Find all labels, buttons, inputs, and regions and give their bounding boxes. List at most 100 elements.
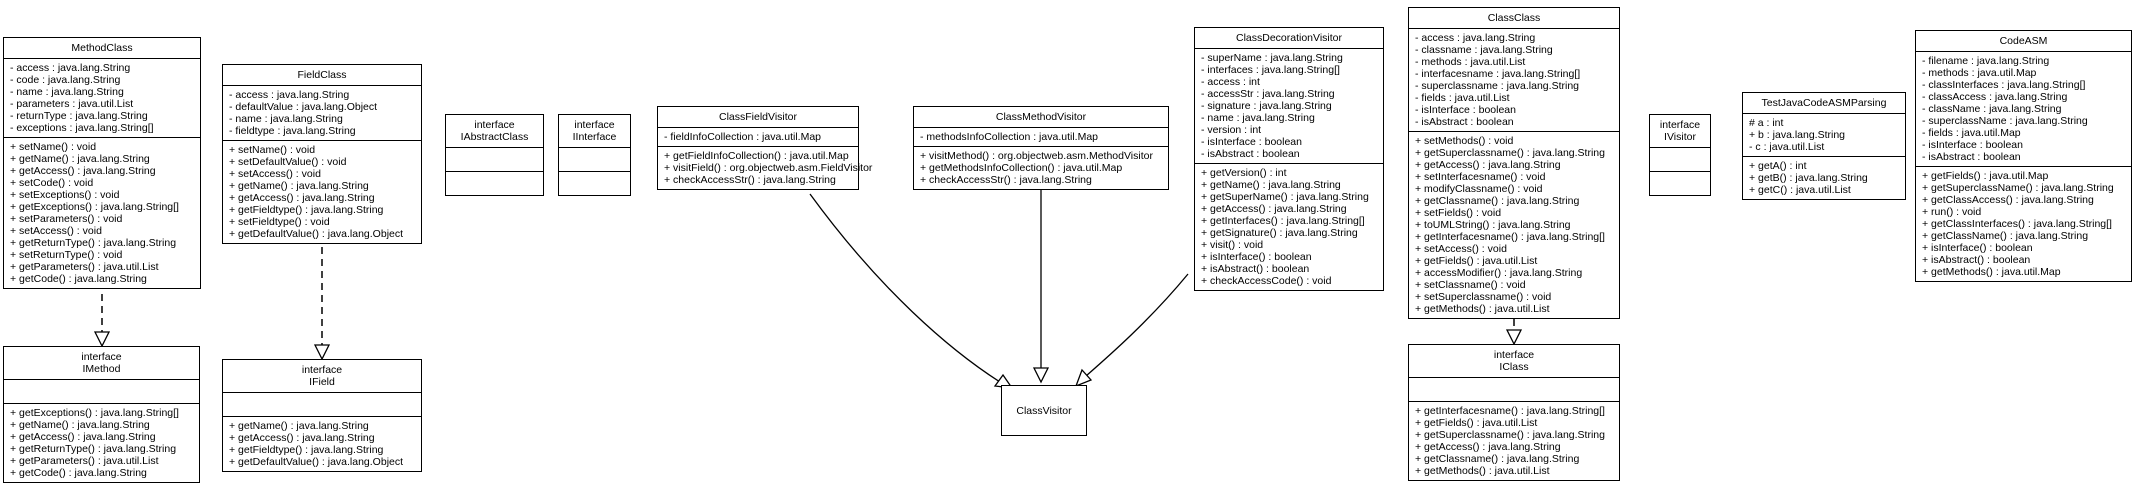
- method-line: + getFields() : java.util.List: [1415, 255, 1538, 267]
- method-line: + getClassAccess() : java.lang.String: [1922, 194, 2094, 206]
- class-box-code-asm[interactable]: CodeASM- filename : java.lang.String- me…: [1915, 30, 2132, 282]
- class-methods-section: [1650, 172, 1710, 195]
- class-stereotype: interface: [1659, 119, 1701, 131]
- class-header: ClassVisitor: [1013, 401, 1074, 421]
- method-line: + getName() : java.lang.String: [10, 153, 150, 165]
- class-methods-section: [559, 172, 630, 195]
- class-attributes-section: - access : java.lang.String- defaultValu…: [223, 86, 421, 141]
- attribute-line: - fieldtype : java.lang.String: [229, 125, 356, 137]
- attribute-line: - access : java.lang.String: [229, 89, 350, 101]
- class-attributes-section: - access : java.lang.String- classname :…: [1409, 29, 1619, 132]
- class-name: CodeASM: [1999, 35, 2048, 47]
- attribute-line: - isInterface : boolean: [1415, 104, 1516, 116]
- method-line: + visit() : void: [1201, 239, 1264, 251]
- method-line: + getMethods() : java.util.List: [1415, 465, 1550, 477]
- class-box-field-class[interactable]: FieldClass- access : java.lang.String- d…: [222, 64, 422, 244]
- method-line: + getFields() : java.util.Map: [1922, 170, 2049, 182]
- class-attributes-section: [446, 148, 543, 172]
- class-name: IField: [309, 376, 335, 388]
- class-box-test-java-code-asmparsing[interactable]: TestJavaCodeASMParsing# a : int+ b : jav…: [1742, 92, 1906, 200]
- method-line: + getAccess() : java.lang.String: [1415, 441, 1561, 453]
- class-methods-section: + getFields() : java.util.Map+ getSuperc…: [1916, 167, 2131, 281]
- class-name: IInterface: [572, 131, 617, 143]
- class-stereotype: interface: [301, 364, 343, 376]
- method-line: + getName() : java.lang.String: [10, 419, 150, 431]
- class-box-class-visitor[interactable]: ClassVisitor: [1001, 385, 1087, 436]
- method-line: + setAccess() : void: [10, 225, 102, 237]
- method-line: + getMethods() : java.util.List: [1415, 303, 1550, 315]
- method-line: + getFieldInfoCollection() : java.util.M…: [664, 150, 849, 162]
- class-attributes-section: [4, 380, 199, 404]
- generalization-arrowhead-2: [1032, 367, 1050, 384]
- method-line: + visitMethod() : org.objectweb.asm.Meth…: [920, 150, 1153, 162]
- class-box-class-method-visitor[interactable]: ClassMethodVisitor- methodsInfoCollectio…: [913, 106, 1169, 190]
- class-methods-section: + setName() : void+ getName() : java.lan…: [4, 138, 200, 288]
- class-methods-section: + getName() : java.lang.String+ getAcces…: [223, 417, 421, 471]
- attribute-line: - c : java.util.List: [1749, 141, 1825, 153]
- generalization-classfieldvisitor-classvisitor: [809, 193, 1001, 383]
- method-line: + setName() : void: [229, 144, 316, 156]
- method-line: + getAccess() : java.lang.String: [10, 431, 156, 443]
- class-box-class-decoration-visitor[interactable]: ClassDecorationVisitor- superName : java…: [1194, 27, 1384, 291]
- method-line: + getReturnType() : java.lang.String: [10, 237, 177, 249]
- realization-arrowhead-iclass: [1505, 329, 1523, 346]
- attribute-line: - exceptions : java.lang.String[]: [10, 122, 154, 134]
- class-box-method-class[interactable]: MethodClass - access : java.lang.String - …: [3, 37, 201, 289]
- attribute-line: + b : java.lang.String: [1749, 129, 1846, 141]
- method-line: + getCode() : java.lang.String: [10, 467, 147, 479]
- class-header: MethodClass: [4, 38, 200, 59]
- class-header: ClassMethodVisitor: [914, 107, 1168, 128]
- attribute-line: - className : java.lang.String: [1922, 103, 2062, 115]
- method-line: + getB() : java.lang.String: [1749, 172, 1868, 184]
- attribute-line: - isAbstract : boolean: [1415, 116, 1514, 128]
- method-line: + getAccess() : java.lang.String: [229, 432, 375, 444]
- attribute-line: - name : java.lang.String: [229, 113, 343, 125]
- method-line: + getSuperclassName() : java.lang.String: [1922, 182, 2114, 194]
- class-box-class-class[interactable]: ClassClass - access : java.lang.String- c…: [1408, 7, 1620, 319]
- method-line: + getExceptions() : java.lang.String[]: [10, 201, 179, 213]
- class-name: IAbstractClass: [460, 131, 529, 143]
- class-methods-section: [446, 172, 543, 195]
- attribute-line: - isAbstract : boolean: [1922, 151, 2021, 163]
- attribute-line: - superclassname : java.lang.String: [1415, 80, 1579, 92]
- attribute-line: - access : java.lang.String: [10, 62, 131, 74]
- class-methods-section: + visitMethod() : org.objectweb.asm.Meth…: [914, 147, 1168, 189]
- method-line: + modifyClassname() : void: [1415, 183, 1543, 195]
- attribute-line: # a : int: [1749, 117, 1784, 129]
- attribute-line: - returnType : java.lang.String: [10, 110, 148, 122]
- method-line: + getName() : java.lang.String: [229, 420, 369, 432]
- method-line: + setInterfacesname() : void: [1415, 171, 1546, 183]
- method-line: + setCode() : void: [10, 177, 94, 189]
- method-line: + getClassname() : java.lang.String: [1415, 195, 1580, 207]
- method-line: + getSignature() : java.lang.String: [1201, 227, 1358, 239]
- attribute-line: - parameters : java.util.List: [10, 98, 134, 110]
- method-line: + accessModifier() : java.lang.String: [1415, 267, 1583, 279]
- attribute-line: - methods : java.util.List: [1415, 56, 1526, 68]
- class-attributes-section: - methodsInfoCollection : java.util.Map: [914, 128, 1168, 147]
- class-box-class-field-visitor[interactable]: ClassFieldVisitor- fieldInfoCollection :…: [657, 106, 872, 190]
- method-line: + setSuperclassname() : void: [1415, 291, 1552, 303]
- class-stereotype: interface: [1493, 349, 1535, 361]
- method-line: + getDefaultValue() : java.lang.Object: [229, 228, 404, 240]
- class-name: MethodClass: [71, 42, 133, 54]
- class-name: ClassDecorationVisitor: [1235, 32, 1342, 44]
- method-line: + isAbstract() : boolean: [1922, 254, 2031, 266]
- attribute-line: - interfacesname : java.lang.String[]: [1415, 68, 1581, 80]
- attribute-line: - signature : java.lang.String: [1201, 100, 1332, 112]
- method-line: + getInterfaces() : java.lang.String[]: [1201, 215, 1365, 227]
- realization-arrowhead-ifield: [313, 344, 331, 361]
- method-line: + isInterface() : boolean: [1201, 251, 1312, 263]
- class-name: ClassClass: [1487, 12, 1541, 24]
- class-name: IMethod: [82, 363, 121, 375]
